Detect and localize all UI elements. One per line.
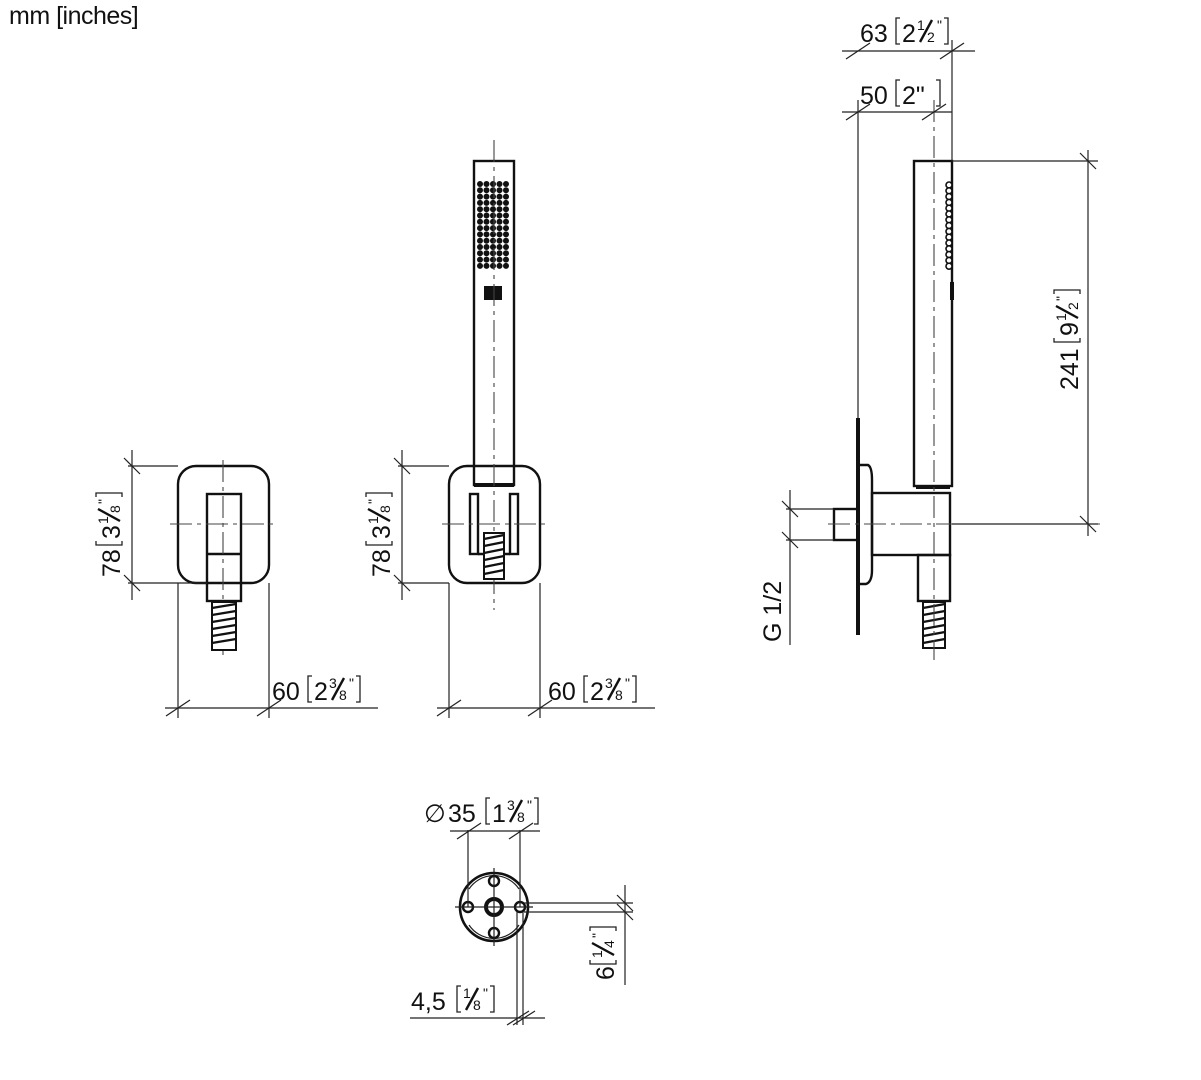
svg-text:": " (1053, 296, 1069, 301)
units-caption: mm [inches] (9, 2, 139, 30)
hose-icon (211, 601, 237, 651)
svg-text:1: 1 (917, 17, 925, 33)
svg-text:8: 8 (615, 687, 623, 703)
svg-text:1: 1 (95, 516, 111, 524)
svg-text:": " (527, 797, 532, 813)
svg-text:35: 35 (448, 800, 476, 828)
svg-text:": " (95, 499, 111, 504)
view-side: G 1/2 241 9 1 2 " 63 2 1 2 " (759, 17, 1100, 660)
dim-hole-4-5: 4,5 1 8 " (411, 985, 495, 1016)
spray-nozzle-column-icon (945, 181, 953, 271)
svg-text:4,5: 4,5 (411, 988, 446, 1016)
svg-text:50: 50 (860, 82, 888, 110)
svg-text:2: 2 (1065, 302, 1081, 310)
view-handshower-front: 78 3 1 8 " 60 2 3 8 " (365, 140, 655, 718)
svg-text:8: 8 (107, 505, 123, 513)
svg-text:60: 60 (548, 678, 576, 706)
svg-text:": " (589, 933, 605, 938)
dim-height-78: 78 3 1 8 " (95, 492, 126, 577)
svg-text:1: 1 (492, 800, 506, 828)
view-holder-front: 78 3 1 8 " 60 2 3 8 " (95, 450, 378, 718)
view-rear-flange: ∅ 35 1 3 8 " 6 1 4 " (410, 797, 634, 1026)
dim-width-60: 60 2 3 8 " (272, 675, 361, 706)
thread-label: G 1/2 (759, 581, 787, 642)
dim-width-60: 60 2 3 8 " (548, 675, 637, 706)
holder-body (205, 492, 243, 603)
svg-text:6: 6 (592, 966, 620, 980)
svg-text:3: 3 (98, 525, 126, 539)
svg-text:2: 2 (927, 29, 935, 45)
svg-text:1: 1 (463, 985, 471, 1001)
svg-text:∅: ∅ (424, 800, 446, 828)
svg-text:3: 3 (605, 675, 613, 691)
svg-text:": " (365, 499, 381, 504)
dim-diameter-35: ∅ 35 1 3 8 " (424, 797, 539, 828)
svg-text:4: 4 (601, 940, 617, 948)
dim-depth-50: 50 2" (860, 79, 941, 110)
dim-depth-63: 63 2 1 2 " (860, 17, 949, 48)
svg-text:8: 8 (517, 809, 525, 825)
svg-text:": " (937, 17, 942, 33)
hose-icon (483, 532, 505, 580)
svg-text:8: 8 (339, 687, 347, 703)
svg-text:1: 1 (589, 950, 605, 958)
svg-text:63: 63 (860, 20, 888, 48)
svg-text:3: 3 (507, 797, 515, 813)
svg-text:2: 2 (902, 20, 916, 48)
svg-text:1: 1 (365, 516, 381, 524)
svg-text:2: 2 (590, 678, 604, 706)
spray-nozzle-grid-icon (477, 181, 509, 269)
svg-text:8: 8 (473, 997, 481, 1013)
button-icon (484, 286, 502, 300)
svg-text:9: 9 (1056, 322, 1084, 336)
svg-text:": " (625, 675, 630, 691)
svg-text:3: 3 (329, 675, 337, 691)
svg-text:241: 241 (1056, 348, 1084, 390)
svg-text:60: 60 (272, 678, 300, 706)
svg-text:": " (483, 985, 488, 1001)
svg-text:1: 1 (1053, 313, 1069, 321)
dim-height-241: 241 9 1 2 " (1053, 289, 1084, 390)
svg-text:": " (349, 675, 354, 691)
svg-text:78: 78 (98, 549, 126, 577)
dim-height-78: 78 3 1 8 " (365, 492, 396, 577)
svg-text:2": 2" (902, 82, 925, 110)
svg-text:2: 2 (314, 678, 328, 706)
svg-text:8: 8 (377, 505, 393, 513)
svg-text:3: 3 (368, 525, 396, 539)
dim-offset-6: 6 1 4 " (589, 926, 620, 980)
svg-text:78: 78 (368, 549, 396, 577)
